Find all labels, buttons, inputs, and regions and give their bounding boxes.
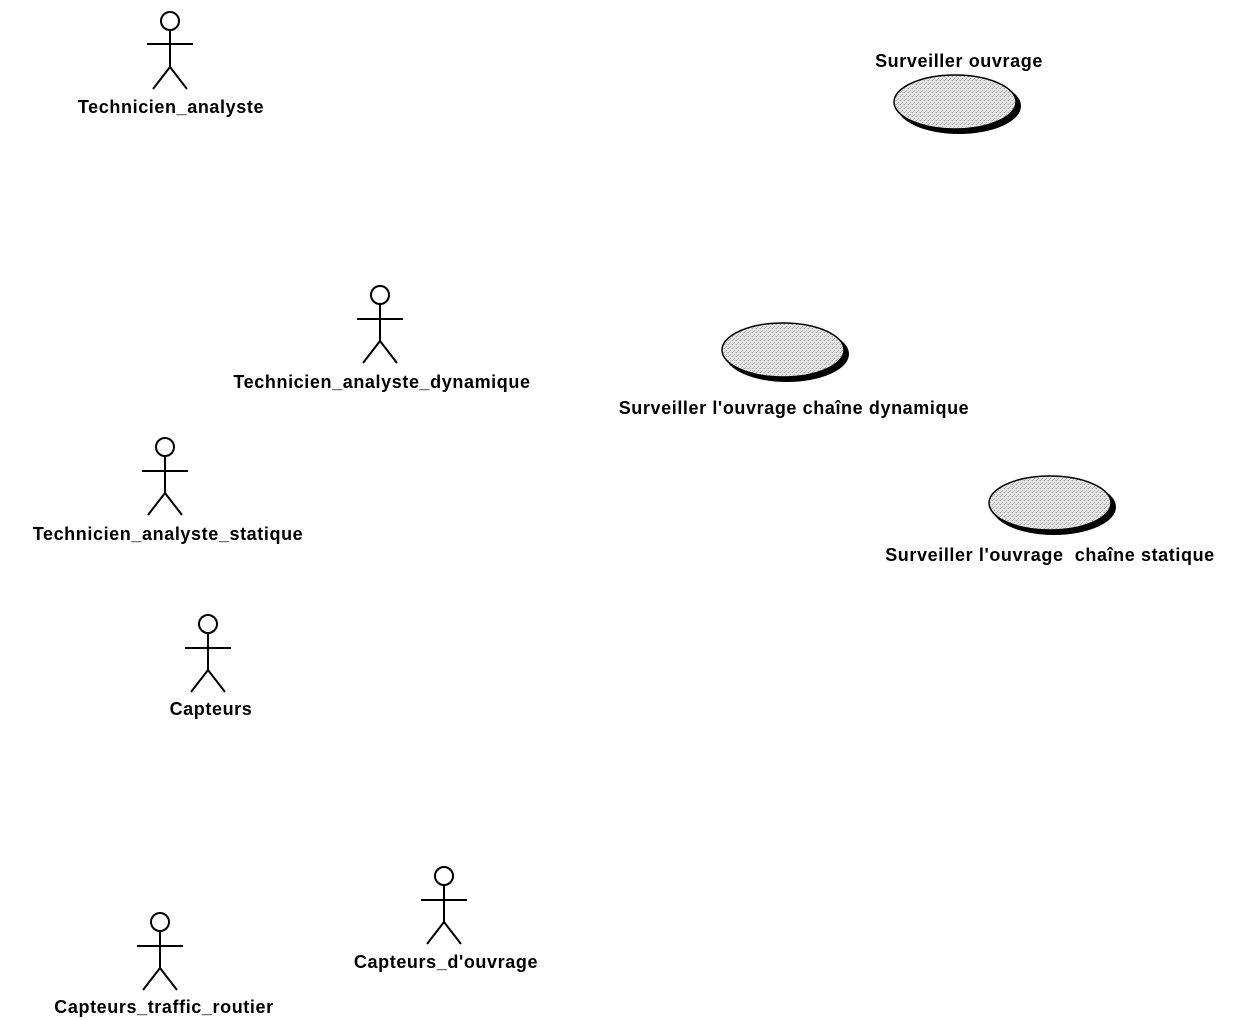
actor-technicien-analyste-dynamique[interactable]: Technicien_analyste_dynamique	[233, 285, 530, 392]
usecase-ellipse-icon	[721, 322, 849, 382]
usecase-surveiller-ouvrage-chaine-statique[interactable]: Surveiller l'ouvrage chaîne statique	[885, 475, 1215, 565]
actor-label: Capteurs_d'ouvrage	[354, 952, 538, 972]
actor-label: Capteurs_traffic_routier	[54, 997, 273, 1017]
actor-capteurs-ouvrage[interactable]: Capteurs_d'ouvrage	[354, 866, 538, 972]
usecase-ellipse-icon	[893, 74, 1021, 134]
actor-technicien-analyste-statique[interactable]: Technicien_analyste_statique	[33, 437, 304, 544]
usecase-label: Surveiller l'ouvrage chaîne dynamique	[619, 398, 970, 418]
actor-label: Capteurs	[170, 699, 253, 719]
actor-stick-figure-icon	[357, 285, 403, 364]
actor-label: Technicien_analyste	[78, 97, 264, 117]
actor-stick-figure-icon	[185, 614, 231, 693]
actor-stick-figure-icon	[137, 912, 183, 991]
usecase-surveiller-ouvrage-chaine-dynamique[interactable]: Surveiller l'ouvrage chaîne dynamique	[619, 322, 970, 418]
usecase-ellipse-icon	[988, 475, 1116, 535]
actor-capteurs[interactable]: Capteurs	[170, 614, 253, 719]
actor-stick-figure-icon	[142, 437, 188, 516]
usecase-surveiller-ouvrage[interactable]: Surveiller ouvrage	[875, 51, 1043, 134]
actor-technicien-analyste[interactable]: Technicien_analyste	[78, 11, 264, 117]
actor-label: Technicien_analyste_dynamique	[233, 372, 530, 392]
usecase-label: Surveiller l'ouvrage chaîne statique	[885, 545, 1215, 565]
actor-stick-figure-icon	[147, 11, 193, 90]
actor-label: Technicien_analyste_statique	[33, 524, 304, 544]
actor-capteurs-traffic-routier[interactable]: Capteurs_traffic_routier	[54, 912, 273, 1017]
actor-stick-figure-icon	[421, 866, 467, 945]
usecase-label: Surveiller ouvrage	[875, 51, 1043, 71]
